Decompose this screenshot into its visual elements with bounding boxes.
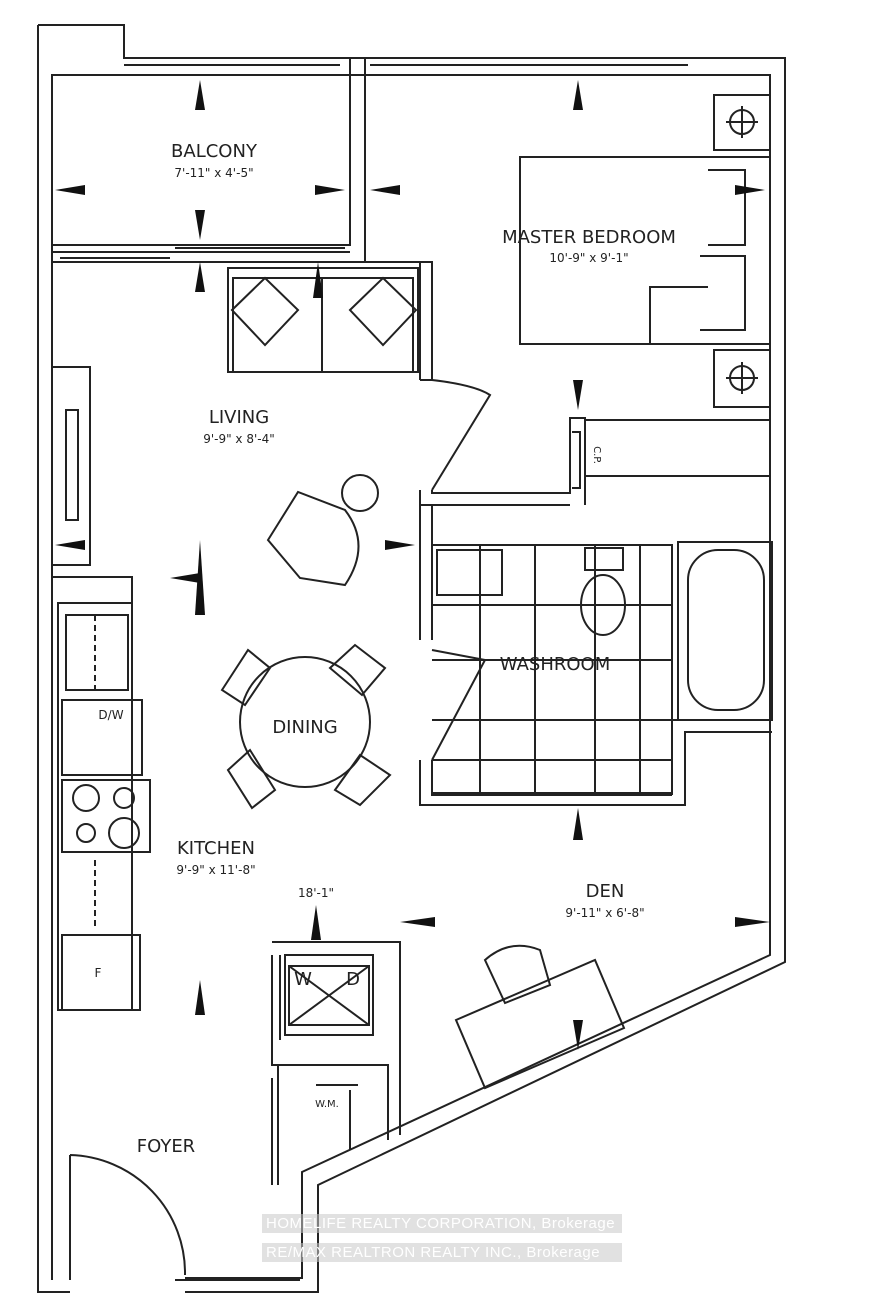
bed <box>519 156 771 345</box>
nightstand <box>713 349 771 408</box>
den-label: DEN <box>586 881 625 902</box>
dining-label: DINING <box>272 717 337 738</box>
balcony-size: 7'-11" x 4'-5" <box>174 166 253 180</box>
exterior-wall-inner <box>51 74 771 1280</box>
desk <box>454 958 626 1090</box>
watermark-line-2: RE/MAX REALTRON REALTY INC., Brokerage <box>262 1243 622 1262</box>
washroom-door <box>431 649 487 761</box>
armchair <box>266 490 360 587</box>
tv-unit <box>51 366 91 566</box>
entry-door <box>69 1154 187 1280</box>
living-label: LIVING <box>209 407 269 428</box>
kitchen-label: KITCHEN <box>177 838 255 859</box>
overall-dimension: 18'-1" <box>298 886 334 900</box>
dimension-arrows <box>55 80 770 1050</box>
desk-chair <box>483 944 552 1005</box>
kitchen-counter <box>52 576 133 1011</box>
water-meter-label: W.M. <box>315 1099 339 1110</box>
dishwasher <box>61 699 143 776</box>
exterior-wall-left <box>37 25 70 1293</box>
closet-label: C.P. <box>591 446 602 464</box>
dining-table <box>239 656 371 788</box>
washroom-tiles <box>431 544 673 796</box>
exterior-wall <box>38 24 786 1293</box>
dishwasher-label: D/W <box>98 708 123 722</box>
master-bedroom-size: 10'-9" x 9'-1" <box>549 251 628 265</box>
stove <box>61 779 151 853</box>
washroom-label: WASHROOM <box>500 654 610 675</box>
washer-label: W <box>294 969 312 990</box>
bathtub <box>677 541 773 721</box>
nightstand <box>713 94 771 151</box>
side-table <box>341 474 379 512</box>
master-bedroom-label: MASTER BEDROOM <box>502 227 676 248</box>
laundry-wall <box>271 941 401 1140</box>
den-size: 9'-11" x 6'-8" <box>565 906 644 920</box>
living-size: 9'-9" x 8'-4" <box>203 432 275 446</box>
fridge <box>61 934 141 1011</box>
toilet <box>580 574 626 636</box>
vanity <box>436 549 503 596</box>
washer-dryer <box>284 954 374 1036</box>
watermark-line-1: HOMELIFE REALTY CORPORATION, Brokerage <box>262 1214 622 1233</box>
balcony-door <box>52 245 366 263</box>
dryer-label: D <box>346 969 360 990</box>
balcony-label: BALCONY <box>171 141 258 162</box>
foyer-label: FOYER <box>137 1136 195 1157</box>
kitchen-size: 9'-9" x 11'-8" <box>176 863 255 877</box>
bedroom-door <box>420 379 492 491</box>
bedroom-wall <box>364 245 586 506</box>
sink <box>65 614 129 691</box>
fridge-label: F <box>95 966 102 980</box>
